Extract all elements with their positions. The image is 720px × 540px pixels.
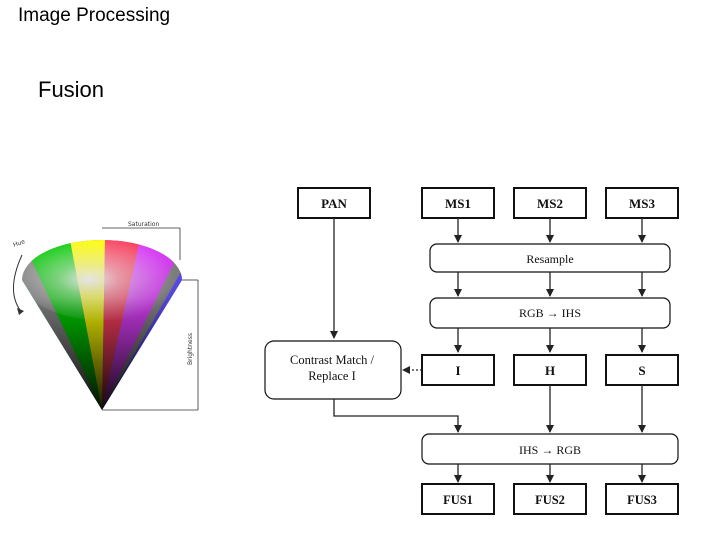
hsb-cone-svg: Saturation Hue Brightness bbox=[12, 221, 199, 411]
cone-body bbox=[22, 240, 182, 410]
ms3-label: MS3 bbox=[629, 196, 656, 211]
pan-label: PAN bbox=[321, 196, 347, 211]
contrast-to-ihs-arrow bbox=[333, 399, 462, 433]
hue-label: Hue bbox=[12, 238, 26, 249]
fus2-label: FUS2 bbox=[535, 493, 565, 507]
i-label: I bbox=[455, 363, 460, 378]
pan-box: PAN bbox=[297, 187, 371, 219]
ms2-box: MS2 bbox=[513, 187, 587, 219]
contrast-match-label-line1: Contrast Match / bbox=[290, 353, 375, 367]
fus1-label: FUS1 bbox=[443, 493, 473, 507]
hue-arrow bbox=[13, 254, 23, 311]
rgb-to-ihs-label: RGB → IHS bbox=[519, 306, 581, 320]
i-box: I bbox=[421, 354, 495, 386]
rgb-to-ihs-box: RGB → IHS bbox=[429, 297, 671, 329]
fus3-label: FUS3 bbox=[627, 493, 657, 507]
s-box: S bbox=[605, 354, 679, 386]
ihs-to-rgb-box: IHS → RGB bbox=[421, 433, 679, 465]
h-box: H bbox=[513, 354, 587, 386]
fus1-box: FUS1 bbox=[421, 483, 495, 515]
ms1-box: MS1 bbox=[421, 187, 495, 219]
slide-header: Image Processing bbox=[18, 5, 171, 26]
contrast-match-label-line2: Replace I bbox=[308, 369, 356, 383]
fus2-box: FUS2 bbox=[513, 483, 587, 515]
ms2-label: MS2 bbox=[537, 196, 563, 211]
ihs-fusion-flowchart: PAN MS1 MS2 MS3 Resample RGB → IHS bbox=[260, 180, 680, 520]
ihs-to-rgb-label: IHS → RGB bbox=[519, 443, 581, 457]
saturation-label: Saturation bbox=[128, 221, 159, 228]
ms1-label: MS1 bbox=[445, 196, 471, 211]
fus3-box: FUS3 bbox=[605, 483, 679, 515]
resample-label: Resample bbox=[526, 252, 573, 266]
hsb-color-cone-figure: Saturation Hue Brightness bbox=[10, 215, 210, 415]
s-label: S bbox=[638, 363, 645, 378]
flowchart-svg: PAN MS1 MS2 MS3 Resample RGB → IHS bbox=[264, 187, 679, 515]
contrast-match-box: Contrast Match / Replace I bbox=[264, 340, 402, 400]
slide-title: Fusion bbox=[38, 77, 105, 102]
resample-box: Resample bbox=[429, 243, 671, 273]
h-label: H bbox=[545, 363, 555, 378]
ms3-box: MS3 bbox=[605, 187, 679, 219]
brightness-label: Brightness bbox=[187, 333, 194, 365]
